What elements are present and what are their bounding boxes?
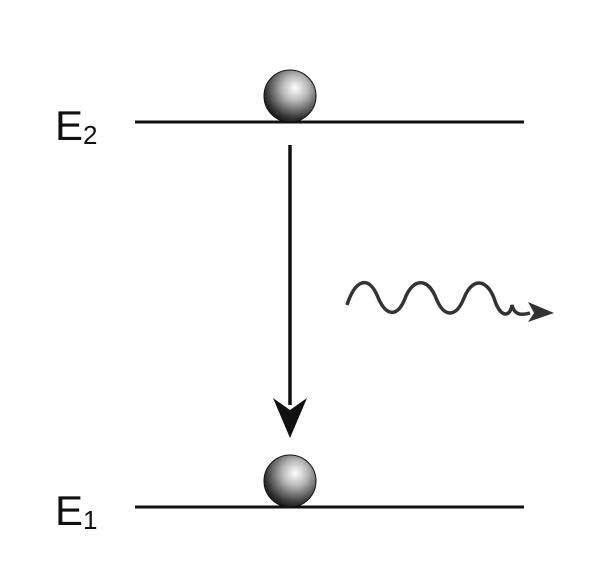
electron-lower — [263, 454, 317, 508]
level-label-e1: E1 — [55, 487, 97, 535]
transition-arrow-head — [273, 398, 307, 438]
level-label-e2: E2 — [55, 102, 97, 150]
electron-upper — [263, 69, 317, 123]
photon-wave — [345, 281, 531, 317]
photon-arrow-head — [528, 302, 554, 322]
